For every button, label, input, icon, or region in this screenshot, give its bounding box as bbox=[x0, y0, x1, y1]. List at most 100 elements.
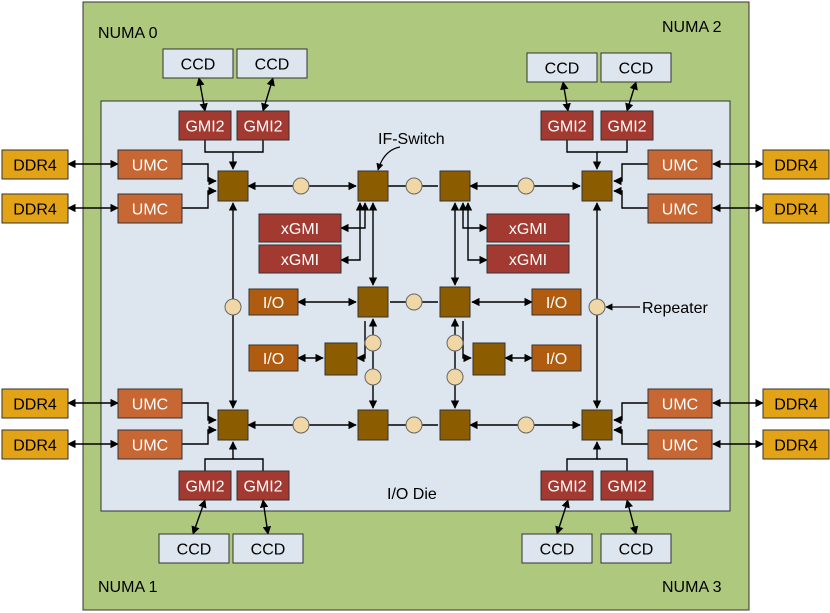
numa-0-label: NUMA 0 bbox=[98, 25, 158, 42]
link-ccd-gmi2-3 bbox=[625, 81, 638, 112]
umc-5: UMC bbox=[647, 193, 713, 224]
ccd-5: CCD bbox=[232, 533, 304, 564]
repeater-6 bbox=[224, 298, 242, 316]
ccd-6-label: CCD bbox=[540, 542, 575, 559]
umc-7: UMC bbox=[647, 429, 713, 460]
umc-5-label: UMC bbox=[662, 202, 698, 219]
link-gmi2-bl-b bbox=[233, 458, 264, 471]
gmi2-1: GMI2 bbox=[236, 110, 290, 141]
ddr4-3: DDR4 bbox=[1, 429, 69, 460]
io-0-label: I/O bbox=[263, 295, 284, 312]
io-1-label: I/O bbox=[263, 351, 284, 368]
ddr4-2: DDR4 bbox=[1, 388, 69, 419]
xgmi-2-label: xGMI bbox=[509, 221, 547, 238]
ccd-7: CCD bbox=[600, 533, 672, 564]
ddr4-0: DDR4 bbox=[1, 149, 69, 180]
io-3-label: I/O bbox=[546, 351, 567, 368]
xgmi-2: xGMI bbox=[486, 213, 570, 243]
gmi2-5: GMI2 bbox=[236, 470, 290, 501]
ccd-1-label: CCD bbox=[255, 57, 290, 74]
gmi2-3-label: GMI2 bbox=[607, 119, 646, 136]
ddr4-1: DDR4 bbox=[1, 193, 69, 224]
repeater-7 bbox=[588, 298, 606, 316]
repeater-0 bbox=[292, 177, 310, 195]
numa-2-label: NUMA 2 bbox=[662, 19, 722, 36]
switch-itl bbox=[357, 170, 389, 202]
switch-bl bbox=[217, 409, 249, 441]
link-ccd-gmi2-2 bbox=[560, 81, 571, 112]
link-gmi2-br-b bbox=[597, 458, 628, 471]
repeater-label: Repeater bbox=[642, 300, 708, 317]
ccd-5-label: CCD bbox=[251, 542, 286, 559]
link-xgmi4-itr bbox=[463, 202, 488, 265]
ccd-0-label: CCD bbox=[181, 57, 216, 74]
ccd-4-label: CCD bbox=[177, 542, 212, 559]
link-gmi2-tr-b bbox=[597, 140, 628, 153]
switch-mtl bbox=[357, 286, 389, 318]
link-umc7-br bbox=[613, 402, 648, 425]
xgmi-1: xGMI bbox=[258, 244, 342, 274]
switch-sl bbox=[324, 342, 358, 376]
io-die-label: I/O Die bbox=[387, 486, 437, 503]
ccd-2: CCD bbox=[526, 52, 598, 83]
umc-3: UMC bbox=[117, 429, 183, 460]
ddr4-4: DDR4 bbox=[762, 149, 830, 180]
xgmi-0-label: xGMI bbox=[281, 221, 319, 238]
link-sl-mtl bbox=[356, 321, 366, 363]
link-gmi2-bl-a bbox=[204, 441, 238, 471]
switch-tr bbox=[581, 170, 613, 202]
if-switch-label: IF-Switch bbox=[378, 131, 445, 148]
gmi2-4-label: GMI2 bbox=[185, 479, 224, 496]
repeater-2 bbox=[517, 177, 535, 195]
gmi2-2-label: GMI2 bbox=[547, 119, 586, 136]
io-1: I/O bbox=[248, 344, 299, 372]
link-umc2-tl bbox=[182, 186, 217, 209]
io-2-label: I/O bbox=[546, 295, 567, 312]
umc-0-label: UMC bbox=[132, 158, 168, 175]
gmi2-7: GMI2 bbox=[600, 470, 654, 501]
ccd-7-label: CCD bbox=[619, 542, 654, 559]
umc-4-label: UMC bbox=[662, 158, 698, 175]
umc-1-label: UMC bbox=[132, 202, 168, 219]
ddr4-5-label: DDR4 bbox=[774, 202, 818, 219]
xgmi-3: xGMI bbox=[486, 244, 570, 274]
ddr4-7: DDR4 bbox=[762, 429, 830, 460]
link-ccd-gmi2-0 bbox=[196, 77, 208, 112]
repeater-9 bbox=[364, 334, 382, 352]
link-ccd-gmi2-6 bbox=[555, 499, 570, 535]
link-gmi2-tl-a bbox=[204, 140, 238, 170]
ccd-4: CCD bbox=[158, 533, 230, 564]
umc-7-label: UMC bbox=[662, 438, 698, 455]
gmi2-6-label: GMI2 bbox=[547, 479, 586, 496]
xgmi-1-label: xGMI bbox=[281, 252, 319, 269]
ccd-1: CCD bbox=[236, 48, 308, 79]
ccd-0: CCD bbox=[162, 48, 234, 79]
switch-sr bbox=[472, 342, 506, 376]
link-ccd-gmi2-5 bbox=[259, 499, 272, 535]
ddr4-0-label: DDR4 bbox=[13, 158, 57, 175]
switch-itr bbox=[439, 170, 471, 202]
ddr4-3-label: DDR4 bbox=[13, 438, 57, 455]
repeater-5 bbox=[517, 416, 535, 434]
io-2: I/O bbox=[531, 288, 582, 316]
gmi2-6: GMI2 bbox=[540, 470, 594, 501]
link-umc3-bl bbox=[182, 402, 217, 425]
link-umc4-bl bbox=[182, 425, 217, 445]
ddr4-1-label: DDR4 bbox=[13, 202, 57, 219]
ccd-6: CCD bbox=[521, 533, 593, 564]
repeater-1 bbox=[405, 177, 423, 195]
switch-ibl bbox=[357, 409, 389, 441]
ddr4-6-label: DDR4 bbox=[774, 397, 818, 414]
ccd-3: CCD bbox=[600, 52, 672, 83]
ddr4-2-label: DDR4 bbox=[13, 397, 57, 414]
link-sr-mtr bbox=[462, 321, 472, 363]
repeater-11 bbox=[446, 334, 464, 352]
repeater-3 bbox=[292, 416, 310, 434]
ccd-3-label: CCD bbox=[619, 61, 654, 78]
link-gmi2-tr-a bbox=[566, 140, 602, 170]
repeater-12 bbox=[446, 368, 464, 386]
link-gmi2-br-a bbox=[566, 441, 602, 471]
numa-3-label: NUMA 3 bbox=[662, 579, 722, 596]
